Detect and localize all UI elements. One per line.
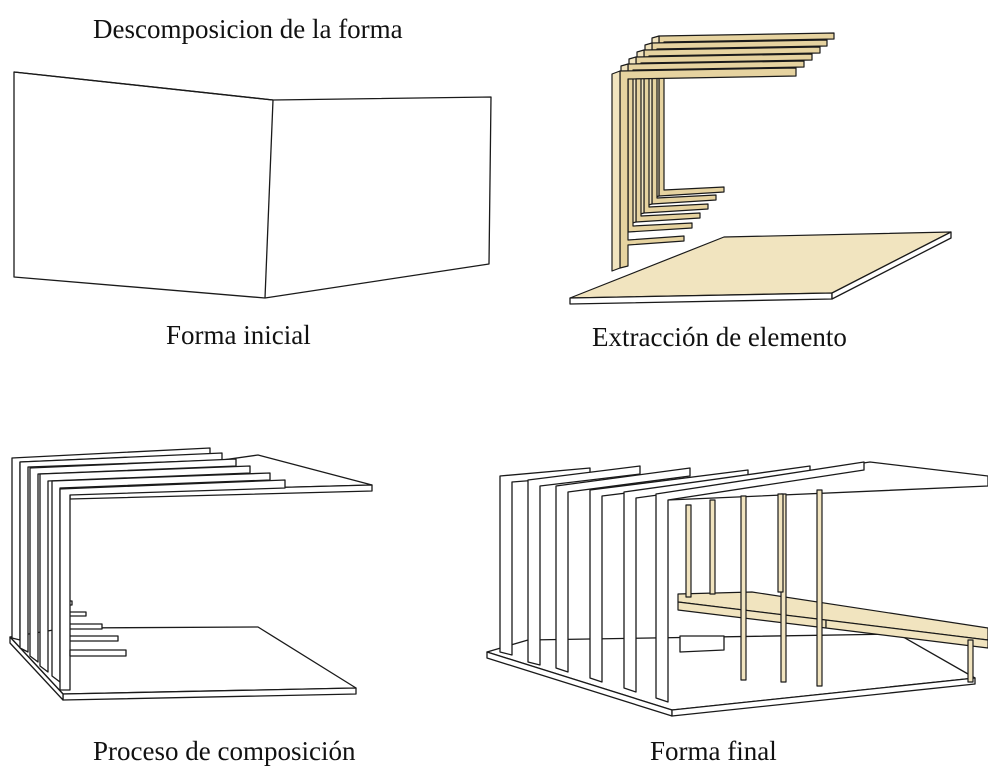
final-frame-3 [555,467,691,673]
final-frame-2 [527,465,641,666]
extracted-elements-drawing [569,32,952,305]
final-frame-1 [499,467,591,656]
caption-composition-process: Proceso de composición [93,736,356,766]
wood-posts [685,489,974,687]
diagram-title: Descomposicion de la forma [93,14,403,44]
caption-final-form: Forma final [650,736,777,766]
final-form-drawing [486,461,988,717]
frame-front [611,67,797,272]
final-frame-4 [589,469,749,683]
wood-bench [677,591,988,653]
wall-frame-front [59,479,286,691]
wall-frame-2 [19,452,223,653]
caption-element-extraction: Extracción de elemento [592,322,847,352]
composition-process-drawing [9,447,373,701]
floor-slab [569,231,952,305]
caption-initial-form: Forma inicial [166,320,311,350]
initial-box-drawing [13,71,492,299]
final-frame-5 [623,465,811,693]
final-frame-front [655,461,865,703]
